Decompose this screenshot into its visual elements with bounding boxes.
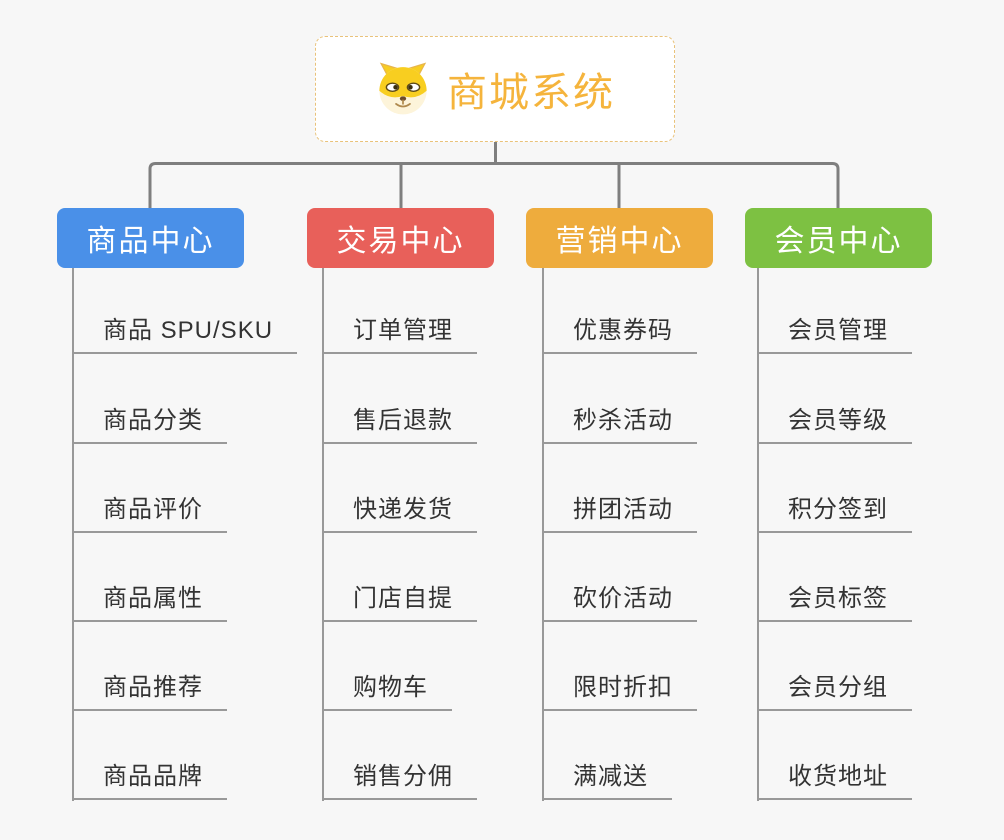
leaf-node[interactable]: 会员分组 bbox=[758, 673, 912, 711]
leaf-node[interactable]: 限时折扣 bbox=[543, 673, 697, 711]
leaf-node[interactable]: 拼团活动 bbox=[543, 495, 697, 533]
leaf-node[interactable]: 满减送 bbox=[543, 762, 672, 800]
leaf-node[interactable]: 销售分佣 bbox=[323, 762, 477, 800]
leaf-node[interactable]: 收货地址 bbox=[758, 762, 912, 800]
leaf-node[interactable]: 快递发货 bbox=[323, 495, 477, 533]
leaf-node[interactable]: 商品属性 bbox=[73, 584, 227, 622]
branch-node-member-center[interactable]: 会员中心 bbox=[745, 208, 932, 268]
leaf-node[interactable]: 商品品牌 bbox=[73, 762, 227, 800]
leaf-node[interactable]: 秒杀活动 bbox=[543, 406, 697, 444]
leaf-node[interactable]: 积分签到 bbox=[758, 495, 912, 533]
leaf-node[interactable]: 商品推荐 bbox=[73, 673, 227, 711]
dog-face-icon bbox=[379, 62, 427, 115]
branch-label: 交易中心 bbox=[336, 225, 465, 258]
branch-label: 会员中心 bbox=[774, 225, 903, 258]
branch-node-trade-center[interactable]: 交易中心 bbox=[307, 208, 494, 268]
leaf-node[interactable]: 会员等级 bbox=[758, 406, 912, 444]
leaf-node[interactable]: 会员标签 bbox=[758, 584, 912, 622]
leaf-node[interactable]: 门店自提 bbox=[323, 584, 477, 622]
leaf-node[interactable]: 会员管理 bbox=[758, 316, 912, 354]
branch-node-product-center[interactable]: 商品中心 bbox=[57, 208, 244, 268]
branch-node-marketing-center[interactable]: 营销中心 bbox=[526, 208, 713, 268]
leaf-node[interactable]: 优惠券码 bbox=[543, 316, 697, 354]
leaf-node[interactable]: 订单管理 bbox=[323, 316, 477, 354]
leaf-node[interactable]: 砍价活动 bbox=[543, 584, 697, 622]
leaf-node[interactable]: 售后退款 bbox=[323, 406, 477, 444]
root-node[interactable]: 商城系统 bbox=[315, 36, 675, 142]
leaf-node[interactable]: 商品分类 bbox=[73, 406, 227, 444]
branch-label: 营销中心 bbox=[555, 225, 684, 258]
branch-label: 商品中心 bbox=[86, 225, 215, 258]
leaf-node[interactable]: 商品 SPU/SKU bbox=[73, 316, 298, 354]
root-title: 商城系统 bbox=[447, 71, 615, 115]
leaf-node[interactable]: 商品评价 bbox=[73, 495, 227, 533]
leaf-node[interactable]: 购物车 bbox=[323, 673, 452, 711]
